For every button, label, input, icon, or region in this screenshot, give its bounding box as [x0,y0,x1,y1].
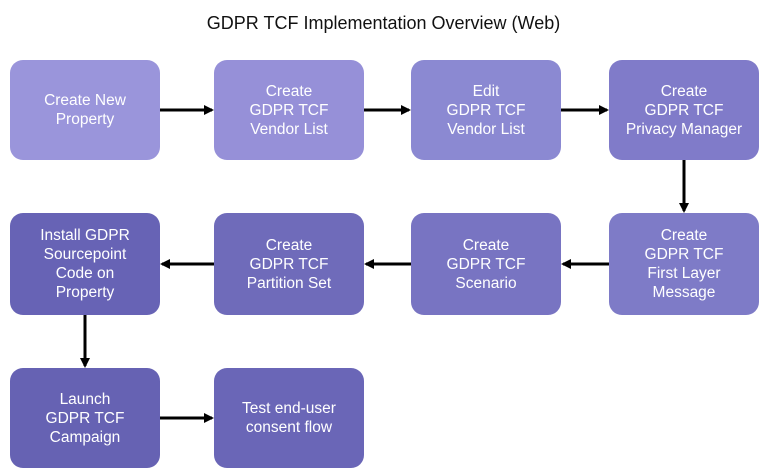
step-create-new-property: Create New Property [10,60,160,160]
step-launch-campaign: Launch GDPR TCF Campaign [10,368,160,468]
step-create-first-layer-message: Create GDPR TCF First Layer Message [609,213,759,315]
step-create-partition-set: Create GDPR TCF Partition Set [214,213,364,315]
step-edit-vendor-list: Edit GDPR TCF Vendor List [411,60,561,160]
step-test-consent-flow: Test end-user consent flow [214,368,364,468]
step-install-sourcepoint-code: Install GDPR Sourcepoint Code on Propert… [10,213,160,315]
diagram-title: GDPR TCF Implementation Overview (Web) [206,13,561,33]
step-create-vendor-list: Create GDPR TCF Vendor List [214,60,364,160]
step-create-scenario: Create GDPR TCF Scenario [411,213,561,315]
step-create-privacy-manager: Create GDPR TCF Privacy Manager [609,60,759,160]
